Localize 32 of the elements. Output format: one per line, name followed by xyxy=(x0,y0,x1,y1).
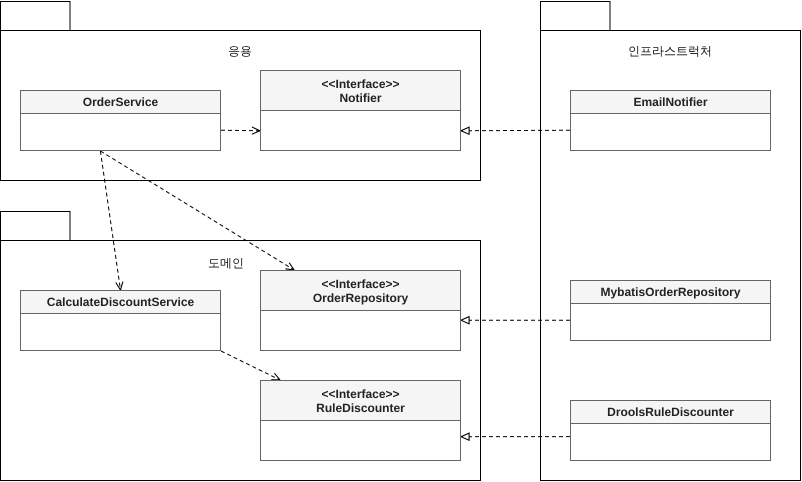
class-name: CalculateDiscountService xyxy=(46,295,194,309)
dependency-arrow xyxy=(100,150,295,271)
class-box xyxy=(570,400,771,461)
class-box xyxy=(260,70,461,151)
dependency-arrow xyxy=(100,150,124,291)
class-name: Notifier xyxy=(340,90,382,104)
package-frame xyxy=(540,1,801,481)
class-name: DroolsRuleDiscounter xyxy=(607,405,734,419)
package-frame xyxy=(0,211,481,481)
class-box xyxy=(260,380,461,461)
class-name: MybatisOrderRepository xyxy=(600,285,741,299)
class-box xyxy=(20,290,221,351)
class-name: EmailNotifier xyxy=(633,95,708,109)
realization-arrow xyxy=(460,316,570,324)
class-name: OrderService xyxy=(82,95,158,109)
package-name: 도메인 xyxy=(208,255,244,272)
package-name: 인프라스트럭처 xyxy=(628,43,712,60)
class-box xyxy=(570,90,771,151)
stereotype: <<Interface>> xyxy=(321,76,400,90)
class-box xyxy=(260,270,461,351)
class-box xyxy=(570,280,771,341)
dependency-arrow xyxy=(220,350,281,381)
realization-arrow xyxy=(460,126,570,135)
class-box xyxy=(20,90,221,151)
package-name: 응용 xyxy=(228,43,252,60)
package-frame xyxy=(0,1,481,181)
stereotype: <<Interface>> xyxy=(321,386,400,400)
realization-arrow xyxy=(460,432,570,441)
stereotype: <<Interface>> xyxy=(321,276,400,290)
class-name: OrderRepository xyxy=(312,290,408,304)
class-name: RuleDiscounter xyxy=(316,400,405,414)
dependency-arrow xyxy=(220,126,261,135)
